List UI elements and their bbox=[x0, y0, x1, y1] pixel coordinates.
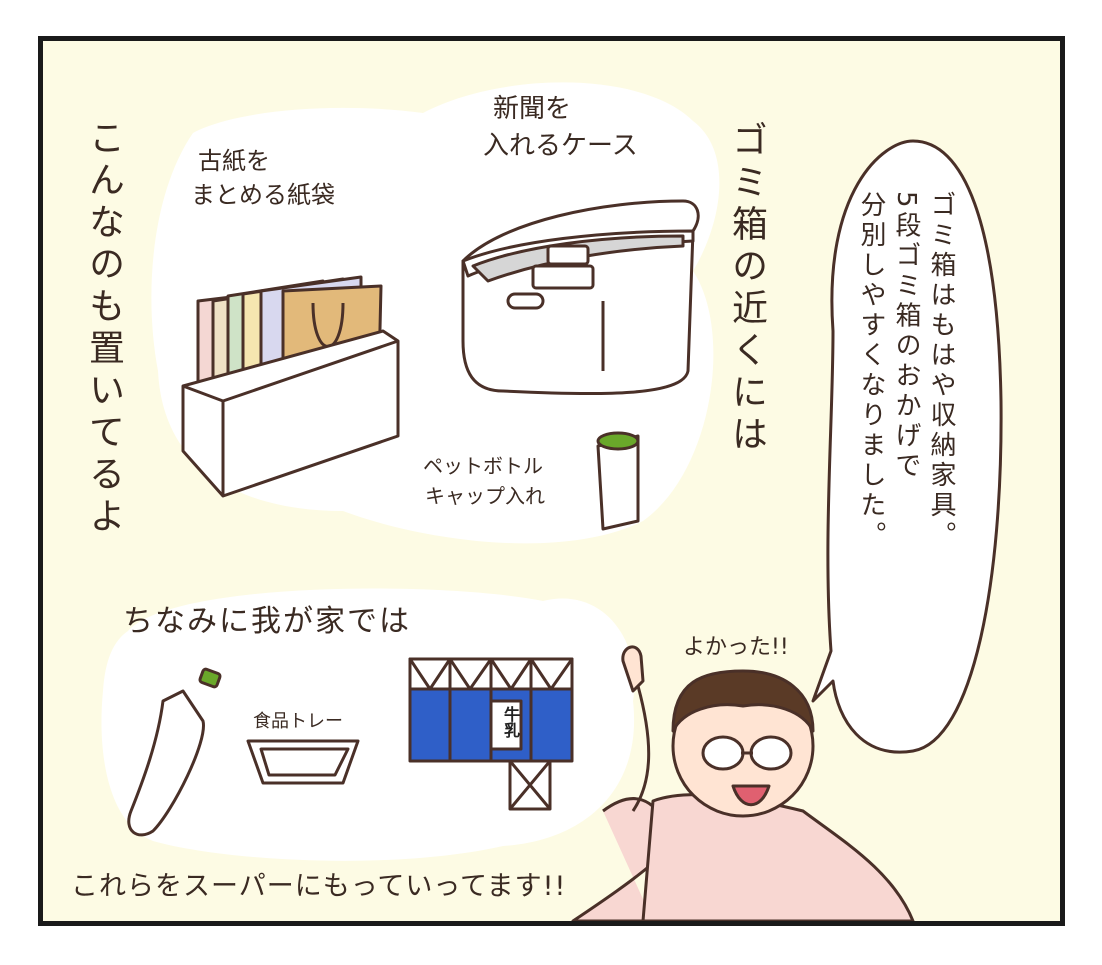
paper-bag-box bbox=[181, 275, 400, 498]
lower-cloud bbox=[101, 588, 635, 861]
cap-label-line2: キャップ入れ bbox=[425, 484, 545, 508]
newspaper-case bbox=[461, 199, 700, 396]
character bbox=[571, 645, 915, 921]
caption-vertical-mid: ゴミ箱の近くには bbox=[726, 121, 767, 457]
pet-bottle bbox=[127, 667, 222, 837]
case-label-line2: 入れるケース bbox=[483, 131, 638, 161]
speech-bubble-shape bbox=[811, 139, 1003, 754]
cap-container bbox=[596, 431, 640, 531]
cap-label-line1: ペットボトル bbox=[423, 454, 543, 478]
comic-panel: こんなのも置いてるよ ゴミ箱の近くには 古紙を まとめる紙袋 新聞を 入れるケー… bbox=[38, 36, 1065, 926]
carton-label: 牛乳 bbox=[501, 706, 520, 738]
yokatta-text: よかった!! bbox=[683, 635, 789, 660]
speech-line-2: 5段ゴミ箱のおかげで bbox=[891, 191, 921, 482]
milk-carton bbox=[408, 657, 574, 811]
panel-artwork bbox=[101, 82, 1003, 921]
bag-label-line2: まとめる紙袋 bbox=[191, 181, 335, 209]
tray-label: 食品トレー bbox=[253, 711, 343, 732]
speech-line-3: 分別しやすくなりました。 bbox=[856, 191, 886, 551]
case-label-line1: 新聞を bbox=[493, 94, 572, 124]
bag-label-line1: 古紙を bbox=[198, 147, 270, 175]
bottom-caption: これらをスーパーにもっていってます!! bbox=[71, 871, 567, 902]
speech-line-1: ゴミ箱はもはや収納家具。 bbox=[926, 191, 956, 551]
by-the-way-text: ちなみに我が家では bbox=[123, 604, 411, 639]
caption-vertical-left: こんなのも置いてるよ bbox=[83, 119, 124, 539]
food-tray bbox=[246, 739, 360, 785]
